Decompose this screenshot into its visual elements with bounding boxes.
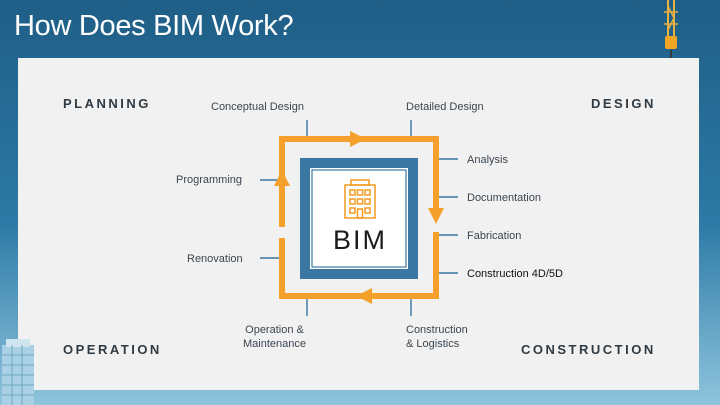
phase-construction: CONSTRUCTION (521, 342, 656, 357)
page-title: How Does BIM Work? (14, 10, 294, 42)
stage-documentation: Documentation (467, 192, 541, 204)
stage-operation-maintenance-line1: Operation & (245, 324, 304, 336)
building-icon (344, 179, 376, 219)
arrow-up (274, 170, 290, 186)
connector-lines (260, 120, 458, 316)
stage-operation-maintenance: Operation & Maintenance (243, 323, 306, 351)
phase-operation: OPERATION (63, 342, 162, 357)
stage-renovation: Renovation (187, 253, 243, 265)
arrow-left (356, 288, 372, 304)
crane-icon (664, 0, 678, 61)
stage-fabrication: Fabrication (467, 230, 522, 242)
stage-conceptual-design: Conceptual Design (211, 101, 304, 113)
stage-construction-logistics-line1: Construction (406, 324, 468, 336)
phase-design: DESIGN (591, 96, 656, 111)
arrow-down (428, 208, 444, 224)
phase-planning: PLANNING (63, 96, 151, 111)
bim-label: BIM (332, 225, 387, 255)
stage-detailed-design: Detailed Design (406, 101, 484, 113)
stage-construction-logistics-line2: & Logistics (406, 338, 460, 350)
arrow-right (350, 131, 366, 147)
stage-construction-4d5d: Construction 4D/5D (467, 268, 563, 280)
skyscraper-icon (2, 339, 34, 405)
stage-programming: Programming (176, 174, 243, 186)
stage-construction-logistics: Construction & Logistics (406, 323, 468, 351)
stage-operation-maintenance-line2: Maintenance (243, 338, 306, 350)
stage-analysis: Analysis (467, 154, 508, 166)
